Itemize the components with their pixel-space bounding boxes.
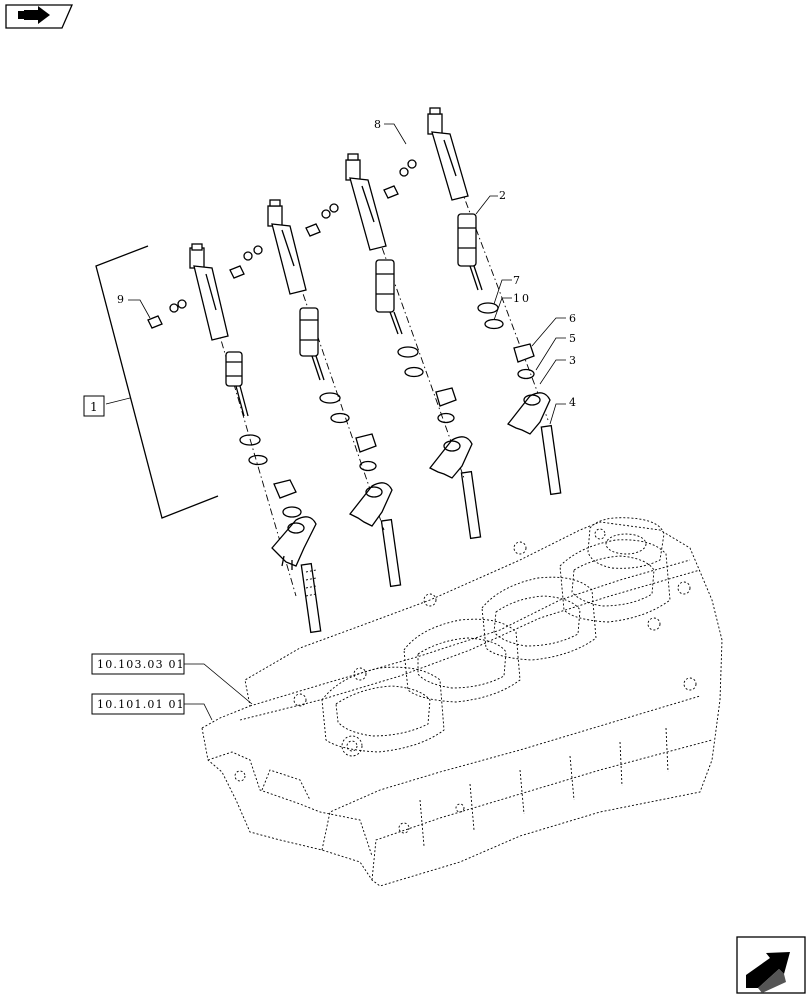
callout-9[interactable]: 9 xyxy=(117,293,124,306)
injector-assembly xyxy=(305,153,473,479)
back-arrow-icon[interactable] xyxy=(5,4,73,29)
group-bracket xyxy=(95,245,219,519)
stud xyxy=(460,470,482,540)
callout-4[interactable]: 4 xyxy=(569,396,576,409)
callout-leaders xyxy=(128,123,566,721)
injector-assembly xyxy=(383,107,551,435)
injector-assembly xyxy=(229,199,393,531)
stud xyxy=(380,518,402,588)
callout-10[interactable]: 10 xyxy=(513,292,531,305)
reference-label: 10.101.01 01 xyxy=(97,698,185,711)
callout-5[interactable]: 5 xyxy=(569,332,576,345)
callout-1-box xyxy=(83,395,105,417)
callout-8[interactable]: 8 xyxy=(374,118,381,131)
callout-3[interactable]: 3 xyxy=(569,354,576,367)
callout-7[interactable]: 7 xyxy=(513,274,520,287)
next-page-arrow-icon[interactable] xyxy=(736,936,806,994)
reference-label: 10.103.03 01 xyxy=(97,658,185,671)
reference-box[interactable]: 10.101.01 01 xyxy=(91,693,185,715)
callout-6[interactable]: 6 xyxy=(569,312,576,325)
reference-box[interactable]: 10.103.03 01 xyxy=(91,653,185,675)
stud xyxy=(540,424,562,496)
callout-2[interactable]: 2 xyxy=(499,189,506,202)
stud xyxy=(300,562,322,634)
injector-assembly xyxy=(147,243,317,597)
cylinder-head xyxy=(201,517,723,887)
callout-1[interactable]: 1 xyxy=(90,400,98,414)
callout-labels: 1 2 3 4 5 6 7 8 9 10 xyxy=(83,118,576,417)
